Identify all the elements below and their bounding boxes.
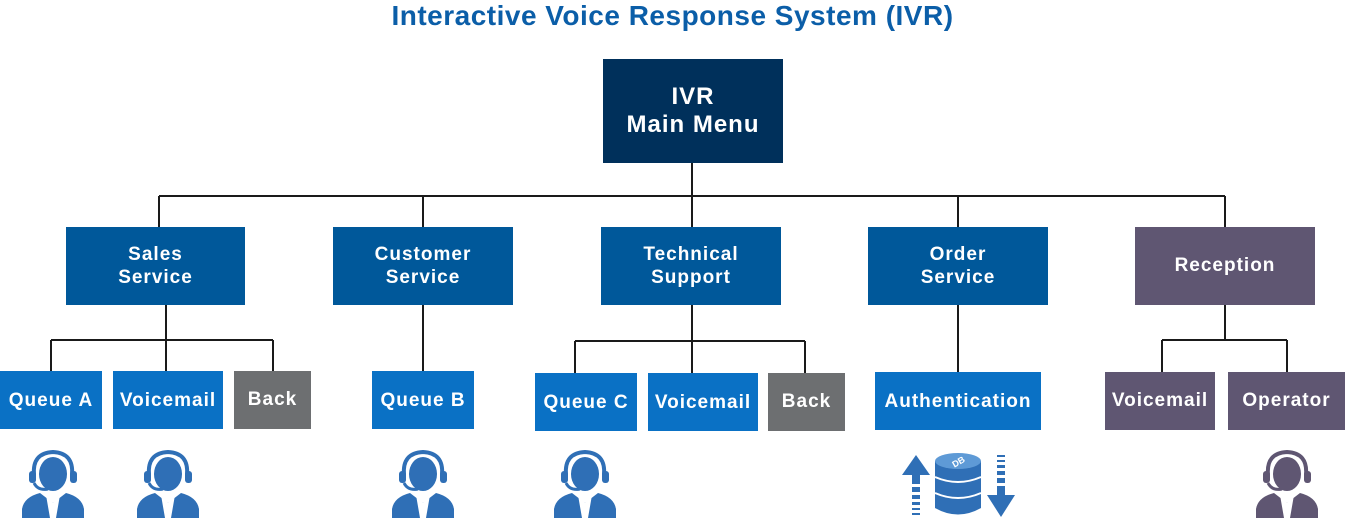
leaf-technical-back-label: Back	[781, 391, 832, 412]
menu-technical-support[interactable]: Technical Support	[601, 227, 781, 305]
menu-sales-line1: Sales	[128, 244, 183, 265]
menu-reception-label: Reception	[1174, 255, 1276, 276]
leaf-technical-back[interactable]: Back	[768, 373, 845, 431]
leaf-operator-label: Operator	[1242, 390, 1331, 411]
leaf-sales-voicemail-label: Voicemail	[119, 389, 217, 411]
menu-technical-line1: Technical	[643, 244, 739, 265]
menu-reception[interactable]: Reception	[1135, 227, 1315, 305]
menu-sales-service[interactable]: Sales Service	[66, 227, 245, 305]
agent-icon	[137, 449, 199, 518]
operator-agent-icon	[1256, 449, 1318, 518]
upload-arrow-icon	[902, 455, 930, 515]
leaf-sales-back-label: Back	[247, 389, 298, 410]
leaf-operator[interactable]: Operator	[1228, 372, 1345, 430]
menu-technical-line2: Support	[651, 267, 731, 288]
agent-icon	[22, 449, 84, 518]
leaf-authentication-label: Authentication	[884, 390, 1032, 412]
leaf-queue-c[interactable]: Queue C	[535, 373, 637, 431]
menu-order-service[interactable]: Order Service	[868, 227, 1048, 305]
ivr-main-menu-line2: Main Menu	[626, 111, 760, 138]
agent-icon	[554, 449, 616, 518]
ivr-main-menu-line1: IVR	[671, 83, 715, 110]
menu-customer-line1: Customer	[374, 244, 472, 265]
download-arrow-icon	[987, 455, 1015, 517]
database-icon: DB	[934, 453, 982, 515]
agent-icon	[392, 449, 454, 518]
leaf-queue-a[interactable]: Queue A	[0, 371, 102, 429]
leaf-queue-b-label: Queue B	[380, 389, 466, 411]
menu-customer-line2: Service	[385, 267, 461, 288]
menu-order-line2: Service	[920, 267, 996, 288]
menu-order-line1: Order	[929, 244, 987, 265]
leaf-reception-voicemail[interactable]: Voicemail	[1105, 372, 1215, 430]
leaf-queue-c-label: Queue C	[543, 391, 629, 413]
diagram-title: Interactive Voice Response System (IVR)	[391, 0, 954, 31]
menu-customer-service[interactable]: Customer Service	[333, 227, 513, 305]
leaf-technical-voicemail-label: Voicemail	[654, 391, 752, 413]
leaf-sales-back[interactable]: Back	[234, 371, 311, 429]
leaf-queue-b[interactable]: Queue B	[372, 371, 474, 429]
leaf-reception-voicemail-label: Voicemail	[1111, 390, 1209, 411]
ivr-main-menu[interactable]: IVR Main Menu	[603, 59, 783, 163]
menu-sales-line2: Service	[118, 267, 193, 288]
leaf-technical-voicemail[interactable]: Voicemail	[648, 373, 758, 431]
leaf-queue-a-label: Queue A	[8, 389, 94, 411]
leaf-authentication[interactable]: Authentication	[875, 372, 1041, 430]
leaf-sales-voicemail[interactable]: Voicemail	[113, 371, 223, 429]
